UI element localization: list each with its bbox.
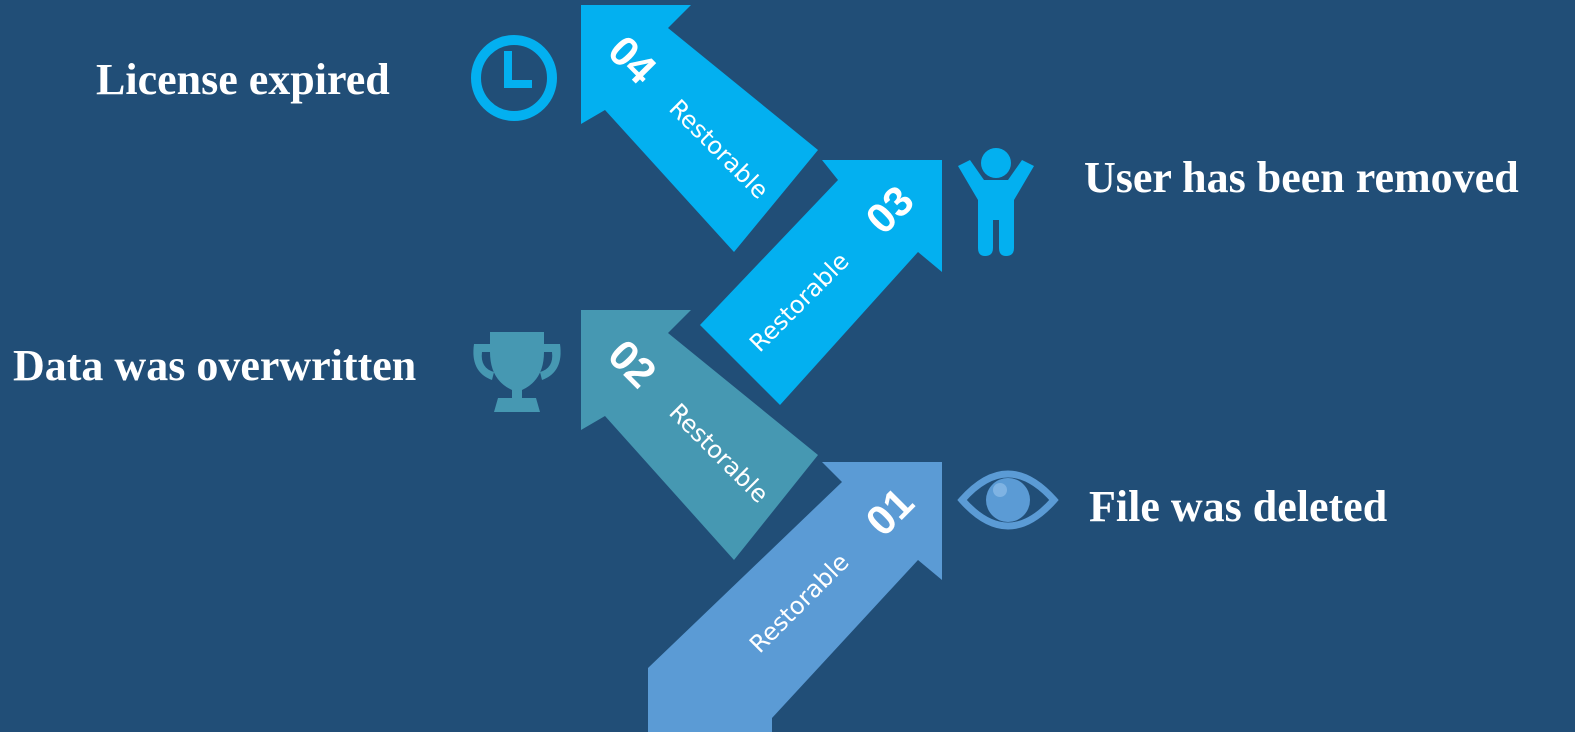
trophy-icon: [473, 332, 561, 412]
arrow-step-03: 03 Restorable: [700, 160, 942, 405]
eye-icon: [957, 470, 1059, 530]
person-icon: [958, 148, 1034, 256]
arrow-step-02: 02 Restorable: [581, 310, 818, 560]
arrow-step-01: 01 Restorable: [648, 462, 942, 732]
step-04-label: License expired: [96, 55, 390, 104]
step-01-label: File was deleted: [1089, 482, 1388, 531]
clock-icon: [471, 35, 557, 121]
step-02-label: Data was overwritten: [13, 341, 417, 390]
arrow-step-04: 04 Restorable: [581, 5, 818, 252]
step-03-label: User has been removed: [1084, 153, 1519, 202]
